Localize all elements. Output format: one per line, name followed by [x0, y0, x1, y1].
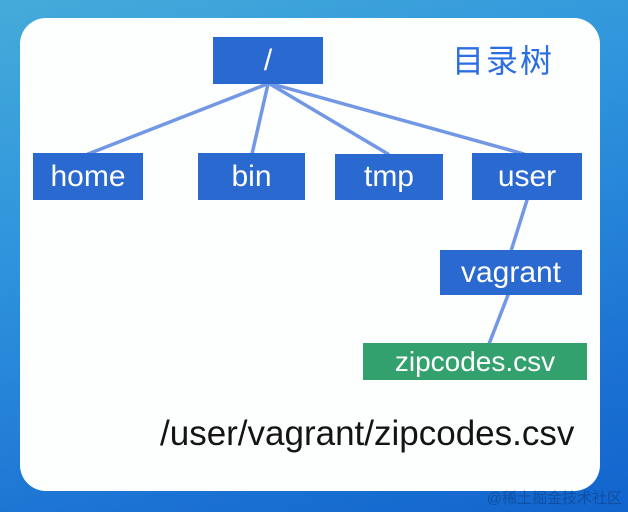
tree-node-zipcodes: zipcodes.csv: [363, 343, 587, 380]
edge-root-bin: [250, 82, 270, 156]
edge-vagrant-zipcodes: [487, 293, 510, 346]
watermark: @稀土掘金技术社区: [486, 490, 622, 507]
edge-root-user: [270, 82, 526, 156]
tree-node-tmp: tmp: [335, 154, 443, 200]
edge-root-tmp: [268, 82, 390, 156]
tree-node-user: user: [472, 153, 582, 200]
tree-node-root: /: [213, 37, 323, 84]
tree-node-bin: bin: [198, 153, 305, 200]
file-path-caption: /user/vagrant/zipcodes.csv: [160, 414, 575, 453]
edge-user-vagrant: [509, 198, 529, 253]
tree-node-vagrant: vagrant: [440, 250, 582, 295]
tree-node-home: home: [33, 153, 143, 200]
edge-root-home: [86, 82, 269, 156]
page-title: 目录树: [452, 43, 555, 79]
